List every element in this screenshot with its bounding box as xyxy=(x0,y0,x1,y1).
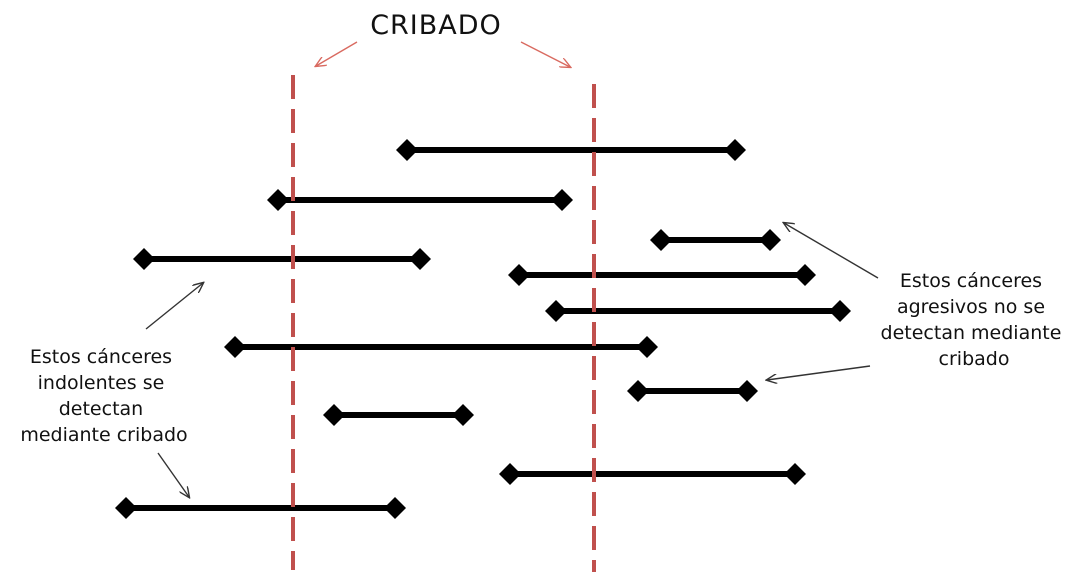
indolent-label: Estos cánceres indolentes se detectan me… xyxy=(20,346,187,446)
cancer-bar-aggressive xyxy=(650,229,781,251)
indolent-arrow-up xyxy=(145,283,203,330)
cancer-bar-indolent xyxy=(133,248,431,270)
cancer-bar xyxy=(499,463,806,485)
cancer-bar xyxy=(267,189,573,211)
aggressive-label-line: Estos cánceres xyxy=(900,270,1042,292)
indolent-label-line: indolentes se xyxy=(38,372,165,394)
aggressive-label-line: agresivos no se xyxy=(897,296,1045,318)
title-arrow-left xyxy=(316,41,358,66)
cancer-bar xyxy=(545,300,851,322)
indolent-label-line: Estos cánceres xyxy=(30,346,172,368)
cancer-bar-indolent xyxy=(115,497,406,519)
indolent-arrow-down xyxy=(157,452,189,497)
aggressive-label: Estos cánceres agresivos no se detectan … xyxy=(881,270,1068,370)
diagram-title: CRIBADO xyxy=(370,10,502,41)
title-arrow-right xyxy=(520,41,570,67)
cancer-bar xyxy=(508,264,816,286)
cancer-bar-aggressive xyxy=(627,380,758,402)
cancer-bar xyxy=(224,336,658,358)
cancer-bar xyxy=(323,404,474,426)
aggressive-arrow-up xyxy=(784,223,879,279)
aggressive-arrow-down xyxy=(767,365,871,380)
aggressive-label-line: detectan mediante xyxy=(881,322,1062,344)
cancer-bars xyxy=(115,139,851,519)
aggressive-label-line: cribado xyxy=(939,348,1010,370)
indolent-label-line: detectan xyxy=(59,398,143,420)
indolent-label-line: mediante cribado xyxy=(20,424,187,446)
cancer-bar xyxy=(396,139,746,161)
